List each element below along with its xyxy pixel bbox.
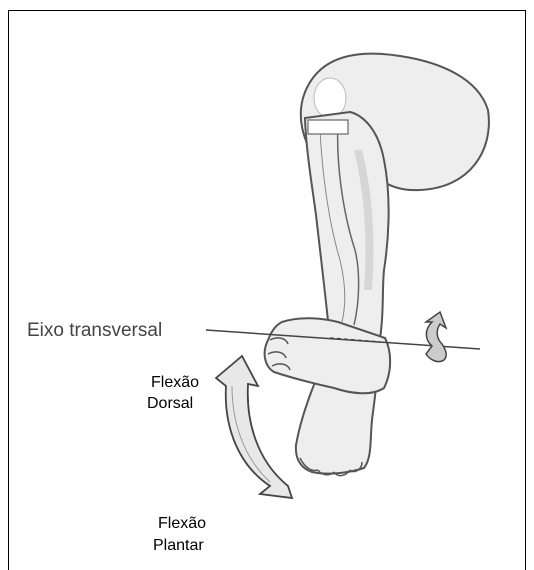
plantar-flexion-label-line1: Flexão — [158, 515, 206, 533]
tibia-head — [308, 120, 348, 134]
knee-cap — [314, 78, 346, 118]
dorsal-flexion-label-line2: Dorsal — [147, 395, 193, 413]
transverse-axis-label: Eixo transversal — [27, 320, 162, 342]
dorsal-flexion-label-line1: Flexão — [151, 374, 199, 392]
flexion-arrow-icon — [216, 356, 292, 498]
rotation-arrow-icon — [426, 312, 446, 362]
lower-leg — [305, 112, 389, 340]
plantar-flexion-label-line2: Plantar — [153, 537, 204, 555]
